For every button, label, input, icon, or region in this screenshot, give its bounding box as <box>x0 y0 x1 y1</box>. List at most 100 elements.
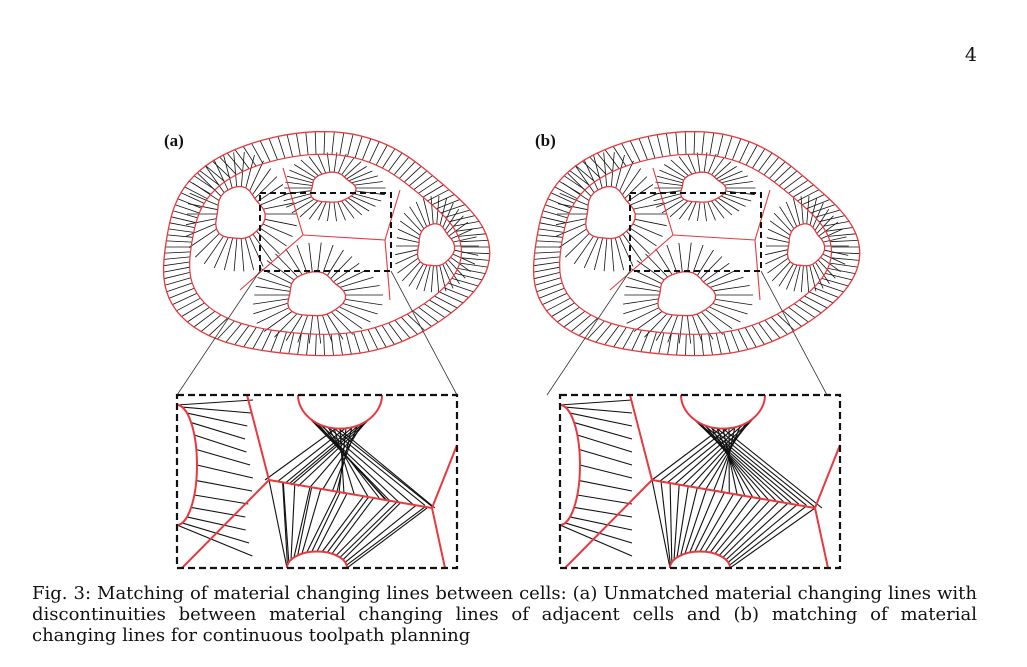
material-changing-line <box>809 291 834 304</box>
material-changing-line <box>785 201 798 227</box>
material-changing-line <box>612 146 627 167</box>
material-changing-line <box>268 479 288 568</box>
material-changing-line <box>714 199 733 216</box>
material-changing-line <box>353 332 361 354</box>
material-changing-line <box>326 313 344 340</box>
material-changing-line <box>244 237 255 271</box>
material-changing-line <box>636 260 665 281</box>
material-changing-line <box>203 236 224 265</box>
material-changing-line <box>274 313 298 338</box>
material-changing-line <box>729 506 807 566</box>
material-changing-line <box>622 328 635 349</box>
material-changing-line <box>659 169 684 181</box>
material-changing-line <box>375 144 388 166</box>
material-changing-line <box>331 311 354 335</box>
material-changing-line <box>339 306 371 323</box>
material-changing-line <box>690 416 784 503</box>
material-changing-line <box>288 332 295 354</box>
material-changing-line <box>393 156 410 176</box>
material-changing-line <box>709 132 715 156</box>
material-changing-line <box>262 223 293 237</box>
material-changing-line <box>687 153 697 174</box>
hole-boundary <box>679 171 727 203</box>
material-changing-line <box>744 327 757 348</box>
material-changing-line <box>713 285 750 292</box>
connector-line <box>390 270 458 396</box>
hole-boundary <box>309 171 357 203</box>
material-changing-line <box>330 334 334 356</box>
material-changing-line <box>556 223 586 237</box>
material-changing-line <box>399 220 421 236</box>
material-changing-line <box>442 202 454 228</box>
material-changing-line <box>565 406 633 414</box>
material-changing-line <box>687 315 692 344</box>
hole-boundary <box>786 223 826 267</box>
outer-boundary <box>162 130 491 357</box>
material-changing-line <box>703 152 708 173</box>
material-changing-line <box>163 266 190 273</box>
material-changing-line <box>339 276 374 288</box>
material-changing-line <box>208 317 228 336</box>
material-changing-line <box>168 228 194 233</box>
material-changing-line <box>782 310 802 327</box>
material-changing-line <box>450 256 471 273</box>
hole-boundary <box>287 271 347 317</box>
material-changing-line <box>301 489 322 554</box>
material-changing-line <box>707 201 716 221</box>
material-changing-line <box>574 165 595 193</box>
material-changing-line <box>824 249 849 256</box>
material-changing-line <box>418 306 439 323</box>
cell-boundary <box>302 234 386 241</box>
material-changing-line <box>685 334 687 356</box>
material-changing-line <box>344 199 363 216</box>
material-changing-line <box>192 182 220 201</box>
material-changing-line <box>569 412 633 427</box>
material-changing-line <box>164 277 191 286</box>
material-changing-line <box>623 298 659 305</box>
material-changing-line <box>633 311 663 332</box>
material-changing-line <box>705 425 761 499</box>
material-changing-line <box>692 244 704 274</box>
material-changing-line <box>249 236 264 267</box>
material-changing-line <box>333 202 337 222</box>
material-changing-line <box>694 492 725 552</box>
material-changing-line <box>451 278 479 287</box>
material-changing-line <box>242 146 257 167</box>
material-changing-line <box>658 332 665 354</box>
material-changing-line <box>196 464 253 479</box>
material-changing-line <box>336 269 367 285</box>
material-changing-line <box>697 201 701 222</box>
material-changing-line <box>234 325 250 345</box>
material-changing-line <box>306 490 338 553</box>
material-changing-line <box>395 249 418 256</box>
material-changing-line <box>163 261 190 267</box>
material-changing-line <box>776 313 795 331</box>
material-changing-line <box>764 319 781 339</box>
material-changing-line <box>633 202 665 210</box>
material-changing-line <box>241 152 245 187</box>
material-changing-line <box>446 215 464 234</box>
material-changing-line <box>293 486 311 558</box>
material-changing-line <box>814 209 841 218</box>
cell-boundary <box>189 153 463 335</box>
material-changing-line <box>335 499 391 556</box>
material-changing-line <box>619 160 634 192</box>
material-changing-line <box>167 234 193 238</box>
material-changing-line <box>199 170 220 186</box>
material-changing-line <box>282 481 289 566</box>
material-changing-line <box>190 422 246 440</box>
material-changing-line <box>439 198 447 225</box>
material-changing-line <box>256 230 280 255</box>
material-changing-line <box>767 257 789 274</box>
material-changing-line <box>450 228 473 240</box>
material-changing-line <box>703 262 730 283</box>
material-changing-line <box>445 262 460 285</box>
hole-boundary <box>560 404 581 526</box>
cell-boundary <box>430 444 457 568</box>
material-changing-line <box>678 242 683 272</box>
material-changing-line <box>786 264 798 290</box>
material-changing-line <box>285 314 303 341</box>
material-changing-line <box>217 320 235 340</box>
material-changing-line <box>575 165 596 183</box>
material-changing-line <box>223 154 233 189</box>
